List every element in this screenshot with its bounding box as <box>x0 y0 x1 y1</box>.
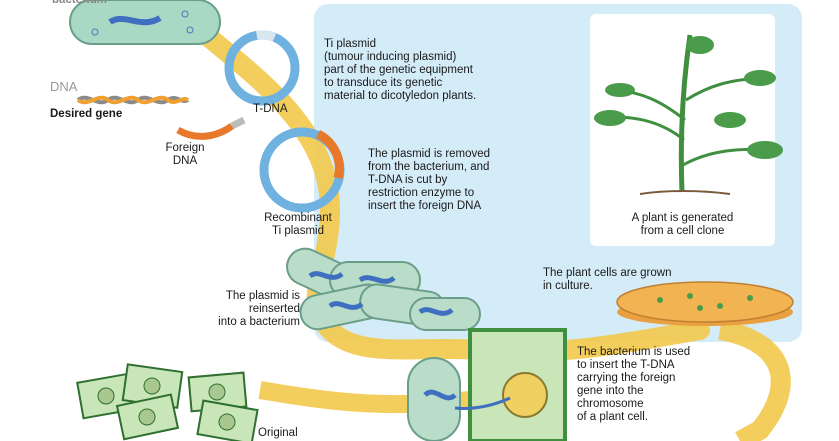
recombinant-label: Recombinant Ti plasmid <box>248 212 348 238</box>
foreign-dna-line-2: DNA <box>160 155 210 168</box>
recombinant-line-1: Recombinant <box>248 212 348 225</box>
foreign-dna-label: Foreign DNA <box>160 142 210 168</box>
reinserted-line-2: reinserted <box>190 303 300 316</box>
used-note-line-4: gene into the <box>577 385 690 398</box>
grown-note-line-1: The plant cells are grown <box>543 267 671 280</box>
foreign-dna-fragment <box>178 126 232 136</box>
foreign-dna-line-1: Foreign <box>160 142 210 155</box>
bacterium-used-note: The bacterium is used to insert the T-DN… <box>577 346 690 424</box>
t-dna-label: T-DNA <box>253 103 288 116</box>
desired-gene-label: Desired gene <box>50 108 122 121</box>
removed-note-line-3: T-DNA is cut by <box>368 174 490 187</box>
used-note-line-2: to insert the T-DNA <box>577 359 690 372</box>
recombinant-line-2: Ti plasmid <box>248 225 348 238</box>
used-note-line-1: The bacterium is used <box>577 346 690 359</box>
flow-arrow-lower <box>720 330 781 441</box>
removed-note-line-4: restriction enzyme to <box>368 187 490 200</box>
used-note-line-3: carrying the foreign <box>577 372 690 385</box>
plasmid-removed-note: The plasmid is removed from the bacteriu… <box>368 148 490 213</box>
grown-note-line-2: in culture. <box>543 280 671 293</box>
bacterium-label: bacterium <box>52 0 107 7</box>
ti-note-line-3: part of the genetic equipment <box>324 64 476 77</box>
ti-note-line-4: to transduce its genetic <box>324 77 476 90</box>
reinserted-line-3: into a bacterium <box>190 316 300 329</box>
plant-note-line-1: A plant is generated <box>600 212 765 225</box>
plant-note-line-2: from a cell clone <box>600 225 765 238</box>
ti-note-line-5: material to dicotyledon plants. <box>324 90 476 103</box>
original-label: Original <box>258 427 298 440</box>
removed-note-line-1: The plasmid is removed <box>368 148 490 161</box>
used-note-line-5: chromosome <box>577 398 690 411</box>
removed-note-line-2: from the bacterium, and <box>368 161 490 174</box>
plasmid-reinserted-label: The plasmid is reinserted into a bacteri… <box>190 290 300 329</box>
removed-note-line-5: insert the foreign DNA <box>368 200 490 213</box>
ti-plasmid-note: Ti plasmid (tumour inducing plasmid) par… <box>324 38 476 103</box>
reinserted-line-1: The plasmid is <box>190 290 300 303</box>
original-cells <box>77 364 257 441</box>
used-note-line-6: of a plant cell. <box>577 411 690 424</box>
plant-generated-note: A plant is generated from a cell clone <box>600 212 765 238</box>
dna-label: DNA <box>50 80 77 93</box>
dna-helix <box>78 98 188 103</box>
cells-grown-note: The plant cells are grown in culture. <box>543 267 671 293</box>
ti-note-line-1: Ti plasmid <box>324 38 476 51</box>
ti-note-line-2: (tumour inducing plasmid) <box>324 51 476 64</box>
